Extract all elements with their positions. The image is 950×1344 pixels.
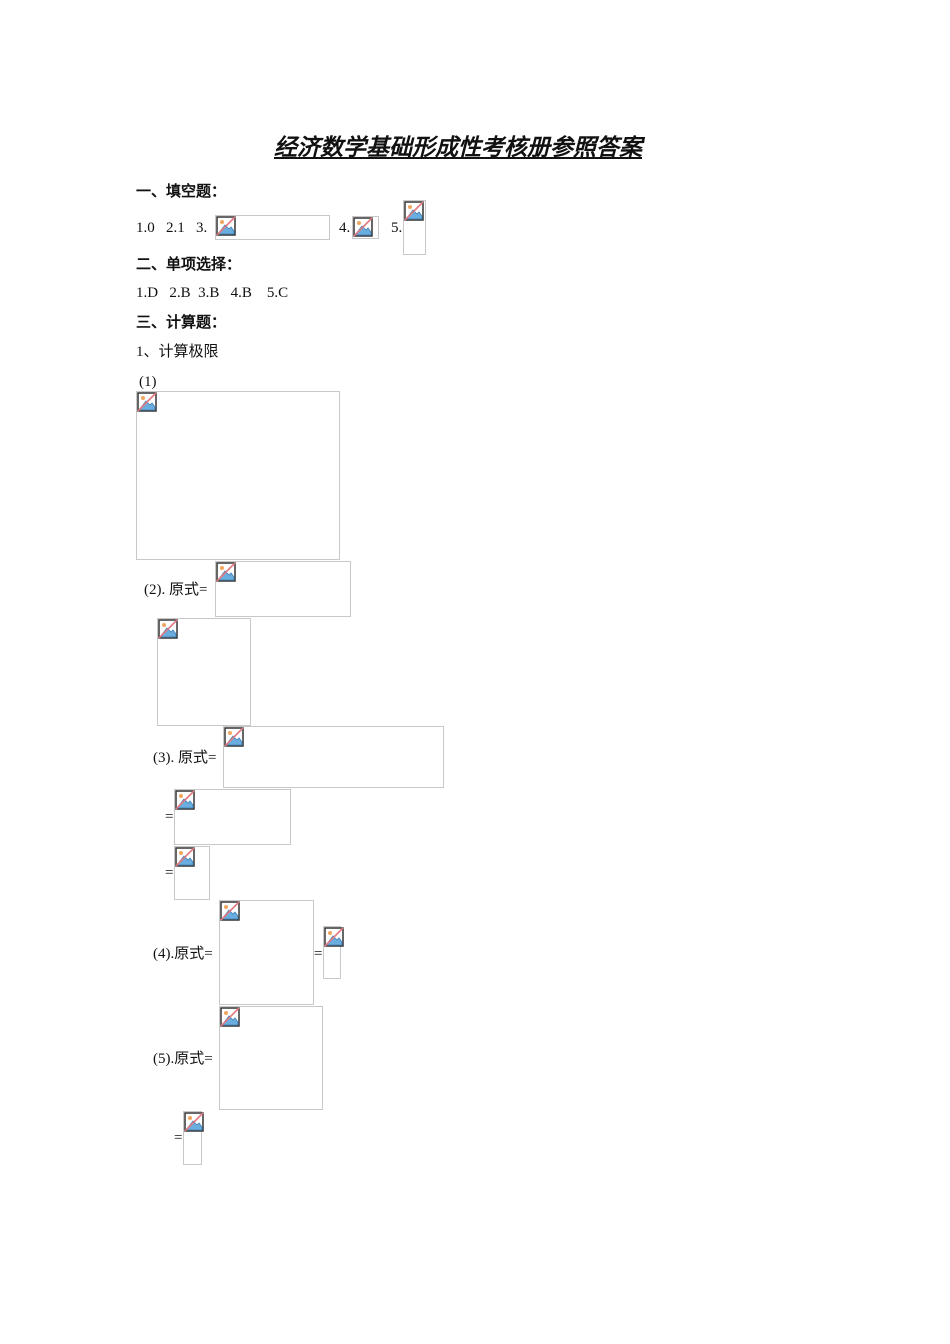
answer-3-image (215, 215, 330, 240)
equals-sign: = (174, 1130, 183, 1146)
problem-3-step-image (174, 789, 291, 845)
answer-4-image (352, 216, 379, 239)
problem-5-result-image (183, 1111, 204, 1165)
section-heading-choice: 二、单项选择： (136, 257, 242, 273)
problem-4-image (219, 900, 314, 1005)
problem-1-label: (1) (139, 374, 157, 390)
problem-5-image (219, 1006, 323, 1110)
fill-blank-answers: 1.0 2.1 3. (136, 220, 208, 236)
choice-answers: 1.D 2.B 3.B 4.B 5.C (136, 285, 289, 301)
equals-sign: = (165, 809, 174, 825)
problem-3-label: (3). 原式= (153, 750, 217, 766)
answer-4-label: 4. (339, 220, 351, 236)
section-heading-calc: 三、计算题： (136, 315, 227, 331)
section-heading-fill-blank: 一、填空题： (136, 184, 227, 200)
answer-5-label: 5. (391, 220, 403, 236)
calc-subheading: 1、计算极限 (136, 344, 219, 360)
equals-sign: = (314, 946, 323, 962)
problem-5-label: (5).原式= (153, 1051, 213, 1067)
problem-2-image (215, 561, 351, 617)
problem-1-image (136, 391, 340, 560)
answer-5-image (403, 200, 426, 255)
problem-4-result-image (323, 926, 344, 979)
problem-2-label: (2). 原式= (144, 582, 208, 598)
problem-2-result-image (157, 618, 251, 726)
equals-sign: = (165, 865, 174, 881)
problem-3-result-image (174, 846, 210, 900)
document-title: 经济数学基础形成性考核册参照答案 (274, 135, 642, 161)
problem-4-label: (4).原式= (153, 946, 213, 962)
problem-3-image (223, 726, 444, 788)
